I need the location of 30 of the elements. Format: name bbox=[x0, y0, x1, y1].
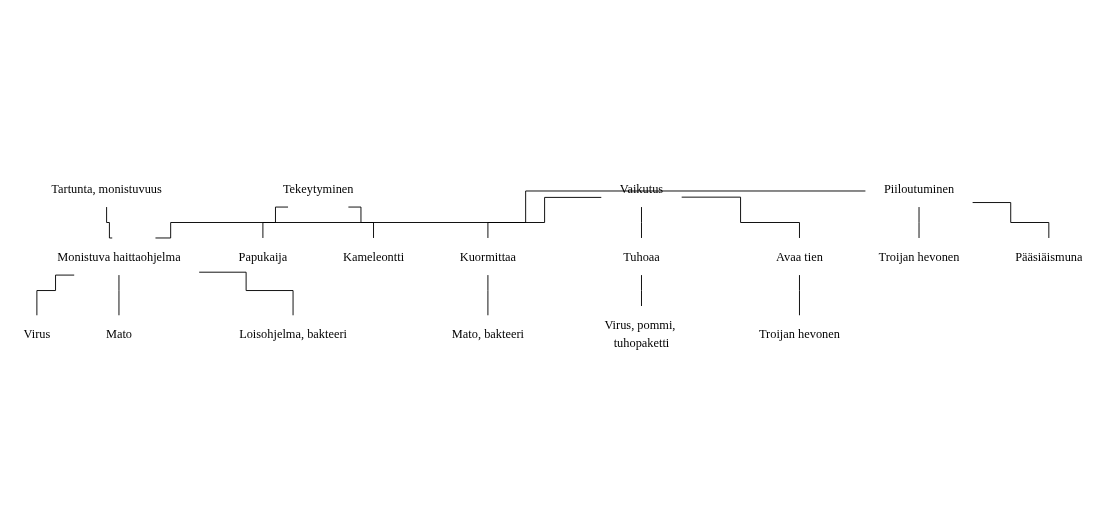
node-text: Monistuva haittaohjelma bbox=[57, 249, 181, 264]
node-text: Tuhoaa bbox=[623, 249, 660, 264]
node-text: Pääsiäismuna bbox=[1015, 249, 1083, 264]
connector bbox=[972, 201, 1050, 239]
node-text: Virus bbox=[23, 326, 51, 341]
node-text: Papukaija bbox=[238, 249, 288, 264]
node-text: Vaikutus bbox=[619, 181, 664, 195]
connector bbox=[347, 206, 374, 239]
node-text: Kuormittaa bbox=[459, 249, 517, 264]
connector bbox=[106, 206, 113, 239]
node-text: Tartunta, monistuvuus bbox=[51, 181, 162, 195]
connector bbox=[641, 206, 642, 239]
node-text: Tekeytyminen bbox=[282, 181, 354, 195]
connector bbox=[198, 271, 294, 316]
connector bbox=[262, 206, 289, 239]
node-text: Loisohjelma, bakteeri bbox=[239, 326, 347, 341]
node-text: Mato, bakteeri bbox=[451, 326, 524, 341]
connector bbox=[487, 196, 602, 239]
node-text: Virus, pommi, tuhopaketti bbox=[604, 317, 676, 350]
connector bbox=[681, 196, 800, 239]
node-text: Mato bbox=[105, 326, 133, 341]
connector bbox=[155, 190, 866, 239]
connector bbox=[799, 274, 800, 316]
connector bbox=[36, 274, 75, 316]
node-text: Troijan hevonen bbox=[758, 326, 840, 341]
node-text: Troijan hevonen bbox=[878, 249, 960, 264]
node-text: Piiloutuminen bbox=[883, 181, 955, 195]
node-text: Avaa tien bbox=[776, 249, 823, 264]
node-text: Kameleontti bbox=[342, 249, 405, 264]
connector bbox=[641, 274, 642, 307]
